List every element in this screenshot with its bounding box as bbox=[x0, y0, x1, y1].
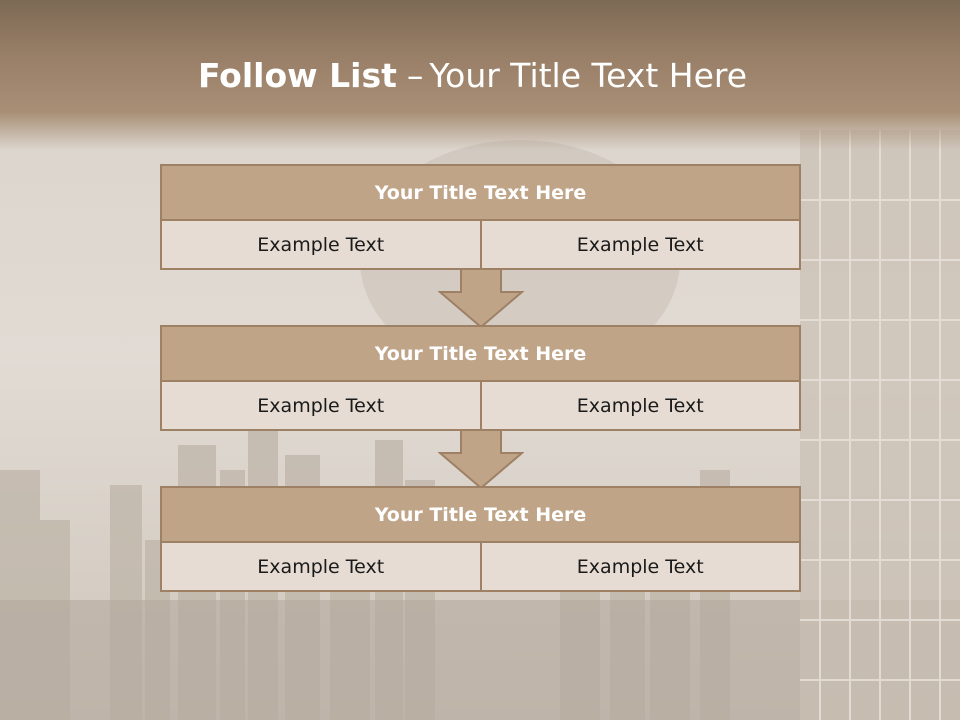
list-block-3: Your Title Text Here Example Text Exampl… bbox=[160, 486, 801, 592]
block-cell-right: Example Text bbox=[481, 543, 801, 592]
block-cell-left: Example Text bbox=[160, 543, 482, 592]
slide-title-bold: Follow List bbox=[197, 56, 397, 95]
block-cell-right: Example Text bbox=[481, 382, 801, 431]
block-title: Your Title Text Here bbox=[160, 325, 801, 382]
block-cell-left: Example Text bbox=[160, 221, 482, 270]
list-block-1: Your Title Text Here Example Text Exampl… bbox=[160, 164, 801, 270]
list-block-2: Your Title Text Here Example Text Exampl… bbox=[160, 325, 801, 431]
header-band bbox=[0, 0, 960, 150]
block-title: Your Title Text Here bbox=[160, 486, 801, 543]
block-title: Your Title Text Here bbox=[160, 164, 801, 221]
down-arrow-icon bbox=[438, 268, 524, 328]
block-cell-right: Example Text bbox=[481, 221, 801, 270]
slide-title-separator: – bbox=[406, 56, 424, 95]
slide-title-rest: Your Title Text Here bbox=[429, 56, 748, 95]
down-arrow-icon bbox=[438, 429, 524, 489]
block-row: Example Text Example Text bbox=[160, 543, 801, 592]
block-row: Example Text Example Text bbox=[160, 221, 801, 270]
slide-title: Follow List–Your Title Text Here bbox=[0, 54, 945, 98]
block-cell-left: Example Text bbox=[160, 382, 482, 431]
block-row: Example Text Example Text bbox=[160, 382, 801, 431]
